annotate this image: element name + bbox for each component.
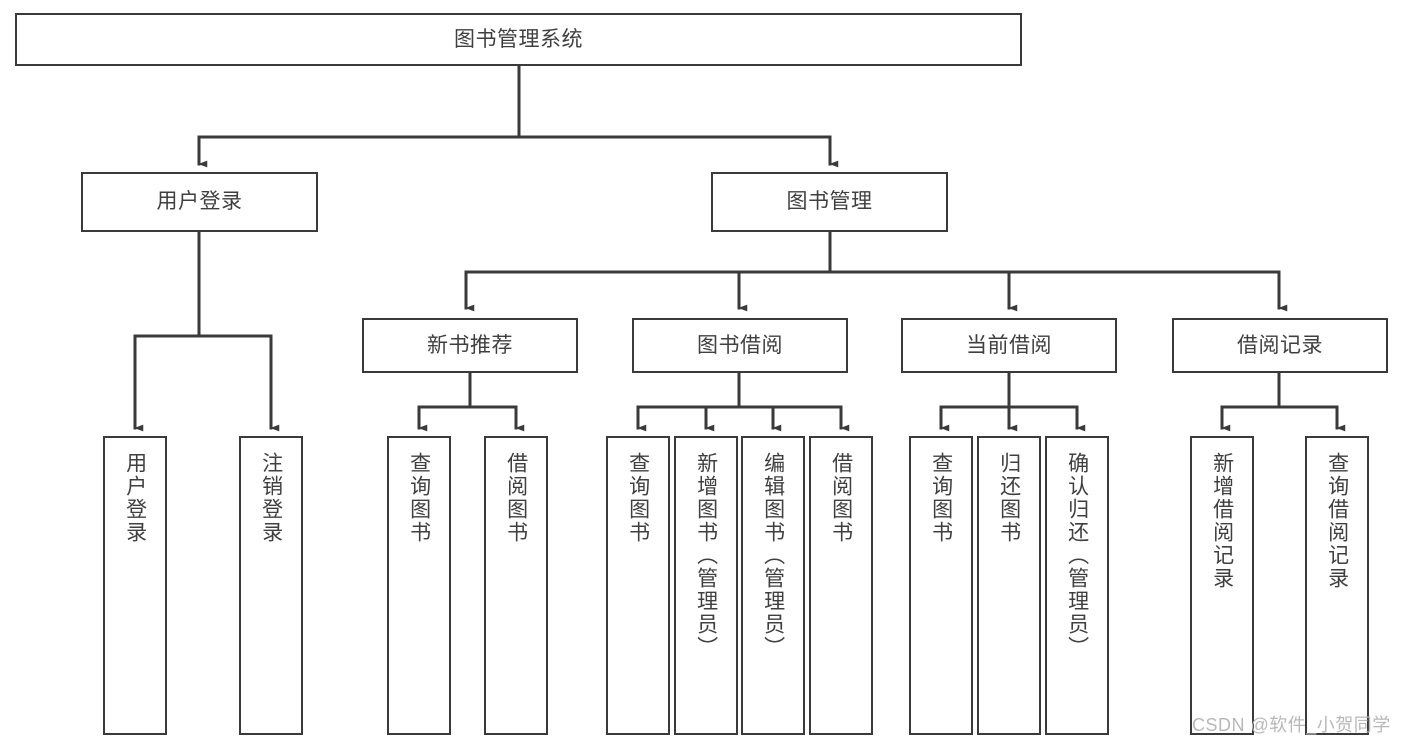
leaf-current-query-book[interactable]: 查询图书: [909, 436, 973, 735]
node-root[interactable]: 图书管理系统: [15, 13, 1022, 66]
leaf-recommend-borrow-book[interactable]: 借阅图书: [484, 436, 548, 735]
node-user-login[interactable]: 用户登录: [81, 172, 318, 232]
leaf-borrow-add-book[interactable]: 新增图书（管理员）: [674, 436, 738, 735]
node-book-management-label: 图书管理: [786, 190, 873, 214]
node-borrow-record[interactable]: 借阅记录: [1172, 318, 1388, 373]
leaf-record-add-record-label: 新增借阅记录: [1210, 452, 1234, 590]
leaf-user-login-login[interactable]: 用户登录: [103, 436, 167, 735]
leaf-borrow-borrow-book[interactable]: 借阅图书: [809, 436, 873, 735]
leaf-user-login-logout-label: 注销登录: [259, 452, 283, 544]
leaf-borrow-borrow-book-label: 借阅图书: [829, 452, 853, 544]
leaf-borrow-edit-book[interactable]: 编辑图书（管理员）: [741, 436, 805, 735]
node-new-book-recommend[interactable]: 新书推荐: [362, 318, 578, 373]
leaf-record-add-record[interactable]: 新增借阅记录: [1190, 436, 1254, 735]
node-book-borrow-label: 图书借阅: [697, 333, 783, 357]
leaf-user-login-logout[interactable]: 注销登录: [239, 436, 303, 735]
leaf-record-query-record[interactable]: 查询借阅记录: [1305, 436, 1369, 735]
leaf-current-confirm-return-label: 确认归还（管理员）: [1065, 452, 1089, 659]
leaf-current-confirm-return[interactable]: 确认归还（管理员）: [1045, 436, 1109, 735]
leaf-current-return-book-label: 归还图书: [997, 452, 1021, 544]
node-new-book-recommend-label: 新书推荐: [427, 333, 513, 357]
node-root-label: 图书管理系统: [454, 27, 583, 51]
leaf-current-return-book[interactable]: 归还图书: [977, 436, 1041, 735]
leaf-recommend-query-book-label: 查询图书: [407, 452, 431, 544]
node-user-login-label: 用户登录: [156, 190, 243, 214]
node-current-borrow[interactable]: 当前借阅: [901, 318, 1117, 373]
leaf-recommend-borrow-book-label: 借阅图书: [504, 452, 528, 544]
leaf-borrow-edit-book-label: 编辑图书（管理员）: [761, 452, 785, 659]
csdn-watermark: CSDN @软件_小贺同学: [1192, 715, 1391, 735]
leaf-user-login-login-label: 用户登录: [123, 452, 147, 544]
leaf-borrow-add-book-label: 新增图书（管理员）: [694, 452, 718, 659]
node-book-management[interactable]: 图书管理: [711, 172, 948, 232]
node-current-borrow-label: 当前借阅: [966, 333, 1052, 357]
leaf-current-query-book-label: 查询图书: [929, 452, 953, 544]
leaf-borrow-query-book-label: 查询图书: [626, 452, 650, 544]
leaf-record-query-record-label: 查询借阅记录: [1325, 452, 1349, 590]
node-book-borrow[interactable]: 图书借阅: [632, 318, 848, 373]
node-borrow-record-label: 借阅记录: [1237, 333, 1323, 357]
leaf-borrow-query-book[interactable]: 查询图书: [606, 436, 670, 735]
leaf-recommend-query-book[interactable]: 查询图书: [387, 436, 451, 735]
